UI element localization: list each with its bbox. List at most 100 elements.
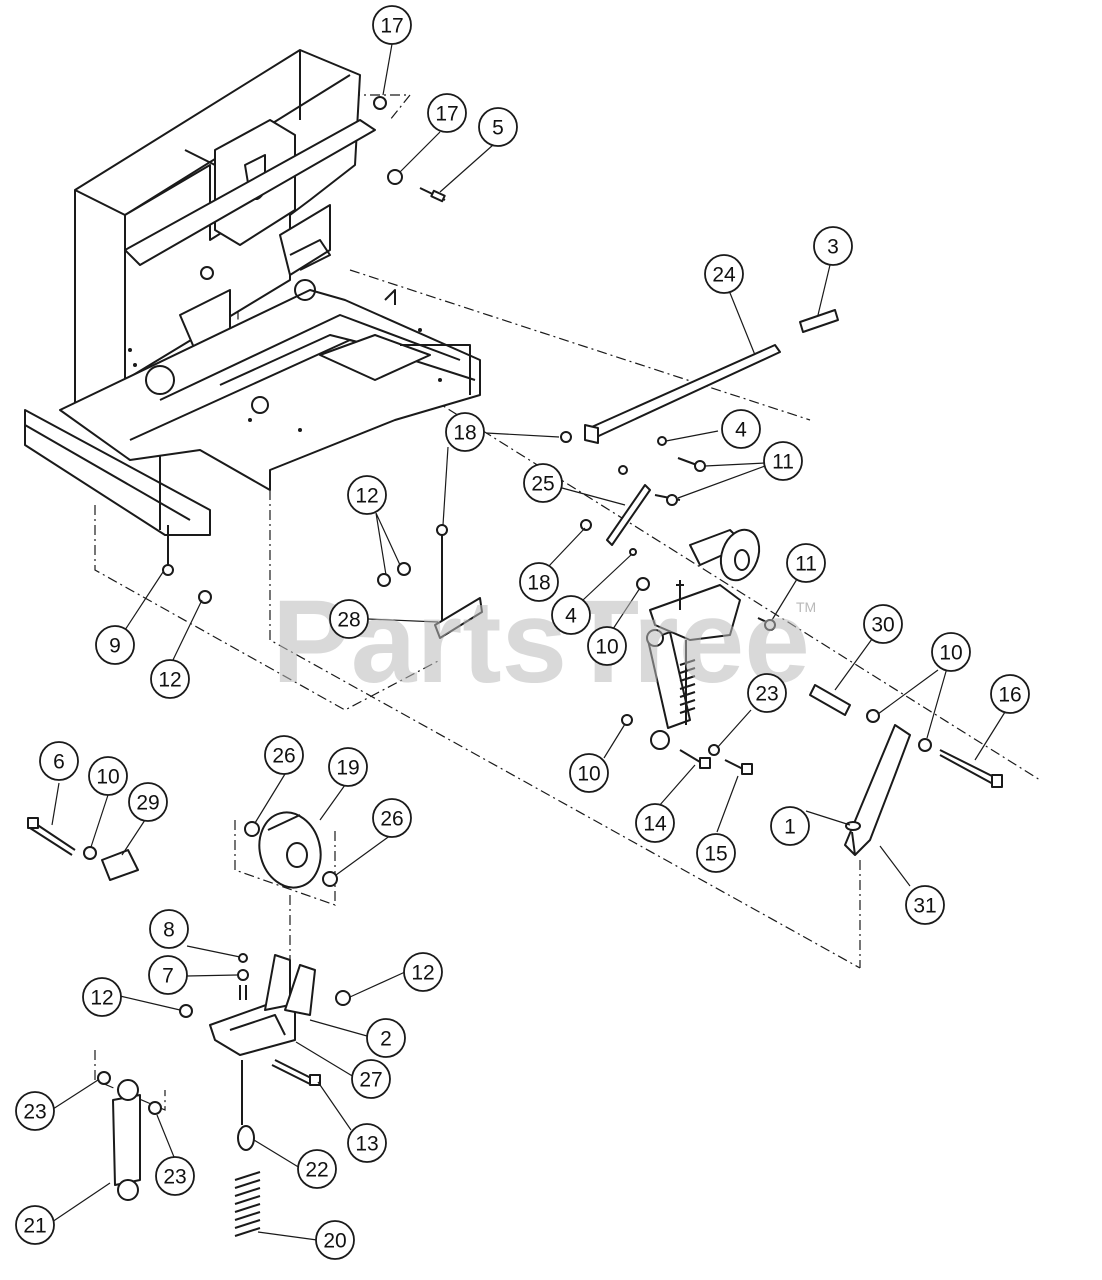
callout-part-21[interactable]: 21 bbox=[15, 1205, 55, 1245]
callout-circle bbox=[264, 735, 304, 775]
callout-part-12[interactable]: 12 bbox=[403, 952, 443, 992]
callout-circle bbox=[15, 1205, 55, 1245]
callout-part-4[interactable]: 4 bbox=[551, 595, 591, 635]
callout-part-16[interactable]: 16 bbox=[990, 674, 1030, 714]
callout-circle bbox=[366, 1018, 406, 1058]
callout-number: 5 bbox=[492, 117, 504, 140]
callout-circle bbox=[15, 1091, 55, 1131]
callout-circle bbox=[148, 955, 188, 995]
callout-part-12[interactable]: 12 bbox=[150, 659, 190, 699]
callout-number: 12 bbox=[355, 485, 378, 508]
callout-number: 22 bbox=[305, 1159, 328, 1182]
callout-circle bbox=[931, 632, 971, 672]
callout-number: 11 bbox=[772, 451, 794, 474]
callout-part-13[interactable]: 13 bbox=[347, 1123, 387, 1163]
callout-part-26[interactable]: 26 bbox=[264, 735, 304, 775]
callout-circle bbox=[328, 747, 368, 787]
callout-number: 10 bbox=[939, 642, 962, 665]
callout-number: 20 bbox=[323, 1230, 346, 1253]
reference-lines bbox=[94, 94, 1041, 1111]
callout-circle bbox=[39, 741, 79, 781]
callout-number: 29 bbox=[136, 792, 159, 815]
callout-part-10[interactable]: 10 bbox=[587, 626, 627, 666]
callout-number: 14 bbox=[643, 813, 667, 836]
callout-part-22[interactable]: 22 bbox=[297, 1149, 337, 1189]
callout-circle bbox=[551, 595, 591, 635]
callout-circle bbox=[95, 625, 135, 665]
callout-number: 25 bbox=[531, 473, 554, 496]
callout-number: 10 bbox=[96, 766, 119, 789]
hardware bbox=[162, 96, 1003, 856]
callout-number: 17 bbox=[435, 103, 458, 126]
callout-part-18[interactable]: 18 bbox=[445, 412, 485, 452]
callout-part-26[interactable]: 26 bbox=[372, 798, 412, 838]
callout-part-25[interactable]: 25 bbox=[523, 463, 563, 503]
callout-part-17[interactable]: 17 bbox=[427, 93, 467, 133]
callout-circle bbox=[155, 1156, 195, 1196]
callout-part-20[interactable]: 20 bbox=[315, 1220, 355, 1260]
lower-idler-assembly bbox=[27, 811, 351, 1237]
callout-number: 15 bbox=[704, 843, 727, 866]
callout-number: 30 bbox=[871, 614, 894, 637]
callout-part-10[interactable]: 10 bbox=[569, 753, 609, 793]
callout-part-6[interactable]: 6 bbox=[39, 741, 79, 781]
callout-number: 26 bbox=[272, 745, 295, 768]
callout-part-11[interactable]: 11 bbox=[763, 441, 803, 481]
callout-part-7[interactable]: 7 bbox=[148, 955, 188, 995]
callout-circle bbox=[403, 952, 443, 992]
callout-part-2[interactable]: 2 bbox=[366, 1018, 406, 1058]
callout-part-15[interactable]: 15 bbox=[696, 833, 736, 873]
callout-number: 11 bbox=[795, 553, 817, 576]
callout-number: 27 bbox=[359, 1069, 382, 1092]
callout-circle bbox=[523, 463, 563, 503]
callout-circle bbox=[445, 412, 485, 452]
callout-number: 26 bbox=[380, 808, 403, 831]
callout-part-3[interactable]: 3 bbox=[813, 226, 853, 266]
callout-number: 8 bbox=[163, 919, 175, 942]
callout-part-28[interactable]: 28 bbox=[329, 599, 369, 639]
callout-circle bbox=[347, 1123, 387, 1163]
callout-part-9[interactable]: 9 bbox=[95, 625, 135, 665]
callout-circle bbox=[149, 909, 189, 949]
callouts: 17 17 5 3 24 4 11 18 25 11 12 18 4 10 28… bbox=[15, 5, 1030, 1260]
callout-part-12[interactable]: 12 bbox=[82, 977, 122, 1017]
callout-number: 1 bbox=[784, 816, 796, 839]
callout-number: 7 bbox=[162, 965, 174, 988]
callout-part-27[interactable]: 27 bbox=[351, 1059, 391, 1099]
callout-circle bbox=[763, 441, 803, 481]
callout-circle bbox=[990, 674, 1030, 714]
callout-number: 28 bbox=[337, 609, 360, 632]
callout-part-23[interactable]: 23 bbox=[15, 1091, 55, 1131]
callout-part-11[interactable]: 11 bbox=[786, 543, 826, 583]
callout-part-12[interactable]: 12 bbox=[347, 475, 387, 515]
callout-number: 4 bbox=[735, 419, 747, 442]
callout-part-23[interactable]: 23 bbox=[747, 673, 787, 713]
callout-part-14[interactable]: 14 bbox=[635, 803, 675, 843]
callout-part-24[interactable]: 24 bbox=[704, 254, 744, 294]
callout-part-31[interactable]: 31 bbox=[905, 885, 945, 925]
callout-part-29[interactable]: 29 bbox=[128, 782, 168, 822]
callout-circle bbox=[297, 1149, 337, 1189]
callout-part-30[interactable]: 30 bbox=[863, 604, 903, 644]
callout-circle bbox=[863, 604, 903, 644]
callout-number: 23 bbox=[163, 1166, 186, 1189]
callout-circle bbox=[696, 833, 736, 873]
main-frame bbox=[24, 49, 481, 536]
callout-part-18[interactable]: 18 bbox=[519, 562, 559, 602]
callout-part-5[interactable]: 5 bbox=[478, 107, 518, 147]
callout-part-10[interactable]: 10 bbox=[88, 756, 128, 796]
callout-part-4[interactable]: 4 bbox=[721, 409, 761, 449]
callout-part-1[interactable]: 1 bbox=[770, 806, 810, 846]
callout-part-17[interactable]: 17 bbox=[372, 5, 412, 45]
callout-circle bbox=[347, 475, 387, 515]
callout-part-23[interactable]: 23 bbox=[155, 1156, 195, 1196]
callout-number: 2 bbox=[380, 1028, 392, 1051]
callout-circle bbox=[150, 659, 190, 699]
callout-number: 21 bbox=[23, 1215, 46, 1238]
callout-number: 10 bbox=[577, 763, 600, 786]
callout-part-8[interactable]: 8 bbox=[149, 909, 189, 949]
callout-circle bbox=[721, 409, 761, 449]
callout-part-19[interactable]: 19 bbox=[328, 747, 368, 787]
callout-circle bbox=[427, 93, 467, 133]
callout-part-10[interactable]: 10 bbox=[931, 632, 971, 672]
